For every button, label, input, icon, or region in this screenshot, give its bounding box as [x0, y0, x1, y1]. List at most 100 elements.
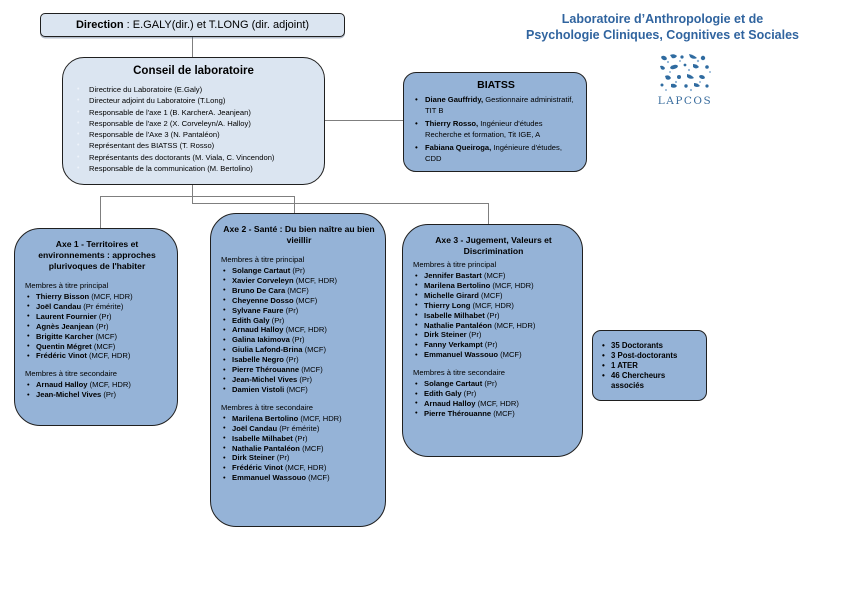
connector-branch-lower — [192, 203, 489, 205]
member-role: (Pr) — [461, 389, 477, 399]
member-name: Solange Cartaut — [232, 266, 291, 275]
axe2-principal-list: Solange Cartaut (Pr)Xavier Corveleyn (MC… — [221, 266, 377, 395]
member-item: Nathalie Pantaléon (MCF, HDR) — [413, 320, 574, 331]
member-name: Edith Galy — [232, 315, 270, 325]
member-item: Thierry Long (MCF, HDR) — [413, 300, 574, 311]
stats-item: 35 Doctorants — [601, 341, 700, 351]
member-role: (MCF, HDR) — [283, 325, 327, 335]
direction-box: Direction : E.GALY(dir.) et T.LONG (dir.… — [40, 13, 345, 37]
biatss-member: Fabiana Queiroga, Ingénieure d'études, C… — [414, 143, 578, 164]
member-name: Jean-Michel Vives — [232, 374, 298, 384]
direction-label: Direction — [75, 19, 124, 31]
axe1-box: Axe 1 - Territoires et environnements : … — [14, 228, 178, 426]
member-name: Bruno De Cara — [232, 285, 286, 295]
member-name: Laurent Fournier — [36, 311, 97, 321]
member-role: (Pr) — [482, 340, 498, 350]
direction-text: Direction : E.GALY(dir.) et T.LONG (dir.… — [76, 19, 309, 31]
axe2-principal-label: Membres à titre principal — [221, 255, 305, 264]
member-item: Frédéric Vinot (MCF, HDR) — [221, 463, 377, 473]
member-item: Pierre Thérouanne (MCF) — [413, 408, 574, 419]
member-role: (MCF) — [299, 365, 323, 375]
member-name: Edith Galy — [424, 389, 462, 399]
axe1-secondary-list: Arnaud Halloy (MCF, HDR)Jean-Michel Vive… — [25, 380, 169, 400]
member-item: Bruno De Cara (MCF) — [221, 285, 377, 296]
member-name: Jennifer Bastart — [424, 271, 482, 280]
member-item: Frédéric Vinot (MCF, HDR) — [25, 351, 169, 361]
member-role: (Pr) — [96, 311, 112, 321]
member-item: Nathalie Pantaléon (MCF) — [221, 443, 377, 454]
conseil-box: Conseil de laboratoire Directrice du Lab… — [62, 57, 325, 185]
axe3-principal-list: Jennifer Bastart (MCF)Marilena Bertolino… — [413, 271, 574, 360]
member-name: Dirk Steiner — [232, 453, 275, 463]
axe3-secondary-list: Solange Cartaut (Pr)Edith Galy (Pr)Arnau… — [413, 379, 574, 419]
member-name: Thierry Rosso, — [425, 119, 479, 128]
member-name: Cheyenne Dosso — [232, 295, 294, 305]
lapcos-logo-icon — [660, 54, 711, 92]
member-role: (MCF) — [93, 331, 118, 341]
member-item: Joël Candau (Pr émérite) — [221, 423, 377, 434]
member-name: Marilena Bertolino — [232, 413, 299, 423]
member-role: (MCF) — [91, 341, 116, 351]
member-role: (MCF, HDR) — [298, 413, 342, 423]
connector-drop-axe3 — [488, 203, 490, 225]
connector-conseil-biatss — [325, 120, 403, 122]
member-item: Marilena Bertolino (MCF, HDR) — [413, 280, 574, 291]
member-role: (Pr) — [292, 433, 308, 443]
biatss-box: BIATSS Diane Gauffridy, Gestionnaire adm… — [403, 72, 587, 172]
axe1-secondary-label: Membres à titre secondaire — [25, 369, 118, 379]
member-name: Giulia Lafond-Brina — [232, 345, 303, 355]
member-role: (MCF) — [497, 350, 522, 360]
member-item: Pierre Thérouanne (MCF) — [221, 365, 377, 375]
member-name: Damien Vistoli — [232, 384, 285, 394]
member-item: Galina Iakimova (Pr) — [221, 335, 377, 345]
connector-direction-conseil — [192, 37, 194, 57]
member-role: (Pr) — [482, 379, 497, 389]
member-role: (MCF) — [284, 384, 308, 394]
member-name: Michelle Girard — [424, 290, 479, 300]
member-name: Thierry Bisson — [36, 292, 90, 301]
member-item: Emmanuel Wassouo (MCF) — [413, 350, 574, 360]
lab-title: Laboratoire d’Anthropologie et de Psycho… — [490, 11, 835, 43]
axe3-box: Axe 3 - Jugement, Valeurs et Discriminat… — [402, 224, 583, 457]
member-role: (MCF) — [481, 271, 506, 280]
member-item: Arnaud Halloy (MCF, HDR) — [413, 398, 574, 409]
member-role: (Pr émérite) — [81, 301, 124, 311]
member-name: Jean-Michel Vives — [36, 390, 102, 400]
axe1-principal-label: Membres à titre principal — [25, 281, 109, 290]
axe3-principal-label: Membres à titre principal — [413, 260, 497, 269]
axe1-principal-list: Thierry Bisson (MCF, HDR)Joël Candau (Pr… — [25, 292, 169, 361]
conseil-item: Responsable de la communication (M. Bert… — [73, 163, 314, 175]
member-name: Fanny Verkampt — [424, 340, 483, 350]
member-role: (MCF, HDR) — [86, 351, 131, 361]
member-role: (Pr) — [93, 321, 109, 331]
lapcos-logo: LAPCOS — [654, 52, 716, 107]
conseil-item: Représentants des doctorants (M. Viala, … — [73, 152, 314, 164]
member-role: (MCF, HDR) — [89, 292, 133, 301]
member-name: Galina Iakimova — [232, 335, 290, 345]
lab-title-line1: Laboratoire d’Anthropologie et de — [561, 12, 764, 26]
member-name: Pierre Thérouanne — [232, 365, 300, 375]
member-item: Arnaud Halloy (MCF, HDR) — [25, 380, 169, 390]
member-name: Brigitte Karcher — [36, 331, 94, 341]
member-role: (MCF, HDR) — [87, 380, 131, 390]
member-role: (MCF) — [285, 285, 309, 295]
member-role: (Pr) — [290, 266, 305, 275]
member-item: Dirk Steiner (Pr) — [413, 330, 574, 340]
stats-item: 1 ATER — [601, 361, 700, 371]
member-role: (MCF) — [293, 295, 318, 305]
member-role: Ingénieure d'études, CDD — [425, 143, 562, 163]
member-role: (Pr) — [297, 374, 313, 384]
member-item: Joël Candau (Pr émérite) — [25, 301, 169, 312]
member-item: Agnès Jeanjean (Pr) — [25, 321, 169, 332]
stats-item: 3 Post-doctorants — [601, 351, 700, 361]
axe2-title: Axe 2 - Santé : Du bien naître au bien v… — [223, 224, 375, 245]
member-name: Frédéric Vinot — [232, 463, 283, 473]
member-item: Xavier Corveleyn (MCF, HDR) — [221, 275, 377, 286]
member-role: (Pr) — [274, 453, 290, 463]
stats-box: 35 Doctorants3 Post-doctorants1 ATER46 C… — [592, 330, 707, 401]
biatss-member: Diane Gauffridy, Gestionnaire administra… — [414, 95, 578, 116]
member-name: Fabiana Queiroga, — [425, 143, 492, 152]
axe2-box: Axe 2 - Santé : Du bien naître au bien v… — [210, 213, 386, 527]
member-item: Arnaud Halloy (MCF, HDR) — [221, 325, 377, 335]
